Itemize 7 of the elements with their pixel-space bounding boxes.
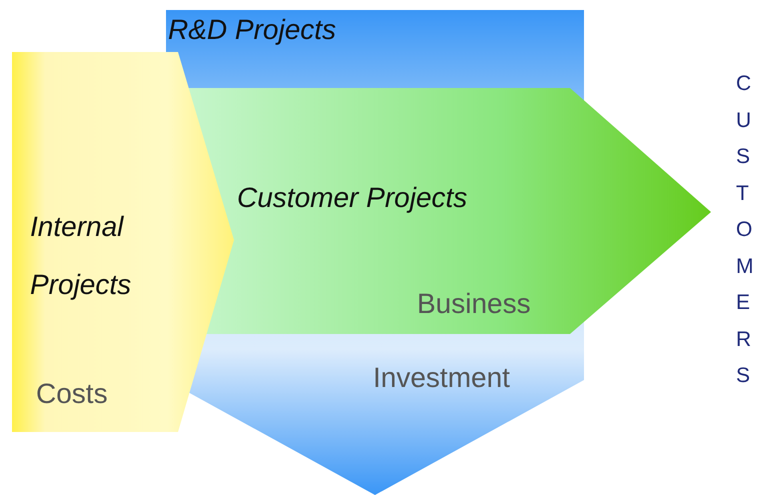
heading-text: Internal Projects xyxy=(30,210,132,302)
heading-text: R&D Projects xyxy=(168,14,336,46)
caption-text: Business xyxy=(417,288,531,320)
heading-text: Customer Projects xyxy=(237,182,468,214)
caption-text: Costs xyxy=(36,378,108,410)
caption-text: Investment xyxy=(373,362,510,394)
chevron-shape xyxy=(12,52,234,432)
